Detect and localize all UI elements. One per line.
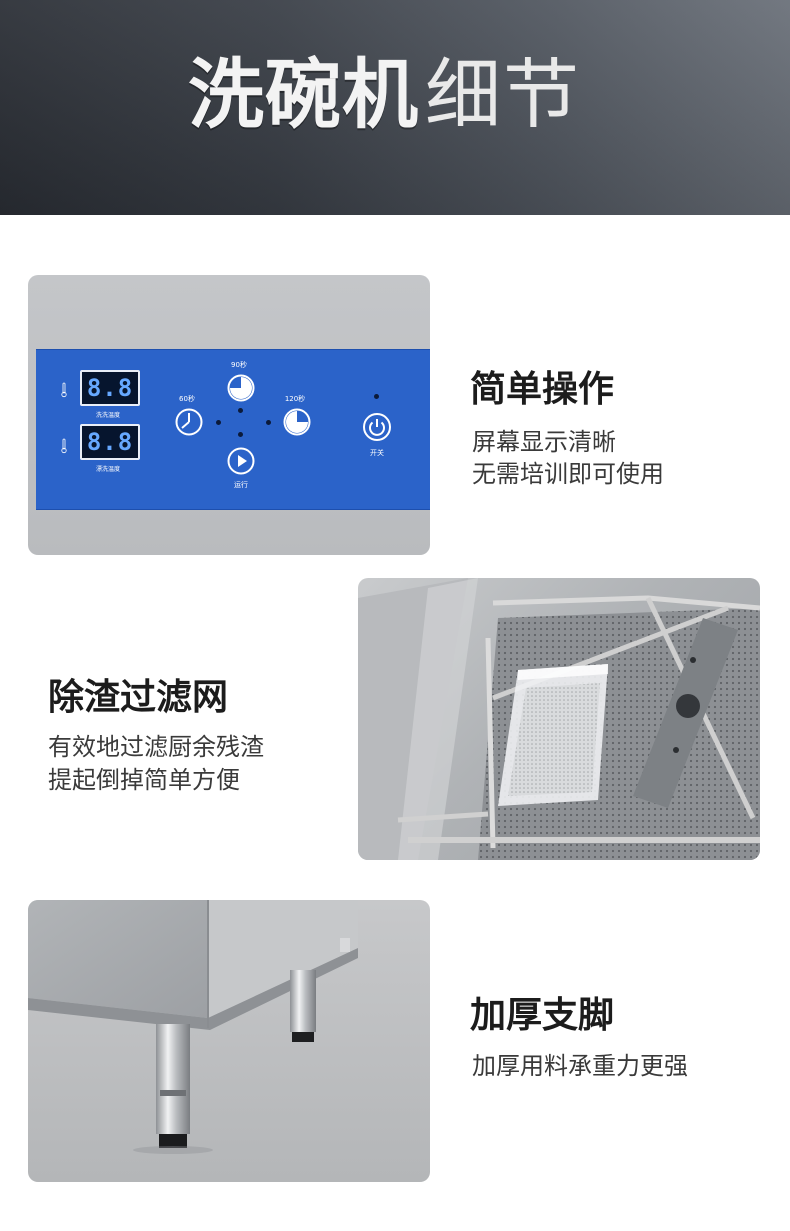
legs-image bbox=[28, 900, 430, 1182]
banner-title-thin: 细节 bbox=[425, 50, 581, 139]
feature-line: 屏幕显示清晰 bbox=[472, 428, 616, 456]
legs-photo-illustration bbox=[28, 900, 358, 1154]
feature-title-operation: 简单操作 bbox=[470, 369, 615, 410]
power-label: 开关 bbox=[370, 449, 384, 457]
banner-title-bold: 洗碗机 bbox=[188, 50, 419, 139]
thermometer-icon bbox=[61, 438, 67, 454]
wash-temp-label: 洗洗温度 bbox=[95, 412, 120, 419]
indicator-dot bbox=[238, 432, 243, 437]
timer-60-button[interactable] bbox=[175, 408, 203, 436]
feature-line: 有效地过滤厨余残渣 bbox=[48, 733, 264, 761]
dial-90-label: 90秒 bbox=[231, 361, 247, 369]
rinse-temp-label: 漂洗温度 bbox=[95, 466, 120, 473]
indicator-dot bbox=[238, 408, 243, 413]
feature-line: 无需培训即可使用 bbox=[472, 460, 664, 488]
header-banner: 洗碗机 细节 bbox=[0, 0, 790, 215]
power-indicator bbox=[374, 394, 379, 399]
dial-120-label: 120秒 bbox=[284, 395, 306, 403]
run-label: 运行 bbox=[234, 481, 248, 489]
filter-photo-illustration bbox=[358, 578, 760, 860]
indicator-dot bbox=[216, 420, 221, 425]
wash-temp-display: 8.8 bbox=[80, 370, 140, 406]
timer-120-button[interactable] bbox=[283, 408, 311, 436]
rinse-temp-display: 8.8 bbox=[80, 424, 140, 460]
dial-60-label: 60秒 bbox=[179, 395, 195, 403]
power-icon[interactable] bbox=[362, 412, 392, 442]
play-icon[interactable] bbox=[227, 447, 255, 475]
indicator-dot bbox=[266, 420, 271, 425]
banner-title: 洗碗机 细节 bbox=[188, 38, 581, 139]
control-panel: 8.8 洗洗温度 8.8 漂洗温度 90秒 60秒 120秒 bbox=[36, 349, 430, 510]
control-panel-image: 8.8 洗洗温度 8.8 漂洗温度 90秒 60秒 120秒 bbox=[28, 275, 430, 555]
feature-title-legs: 加厚支脚 bbox=[470, 995, 615, 1036]
filter-basket-image bbox=[358, 578, 760, 860]
thermometer-icon bbox=[61, 382, 67, 398]
feature-line: 加厚用料承重力更强 bbox=[472, 1052, 688, 1080]
feature-title-filter: 除渣过滤网 bbox=[48, 677, 229, 718]
feature-line: 提起倒掉简单方便 bbox=[48, 766, 240, 794]
timer-90-button[interactable] bbox=[227, 374, 255, 402]
